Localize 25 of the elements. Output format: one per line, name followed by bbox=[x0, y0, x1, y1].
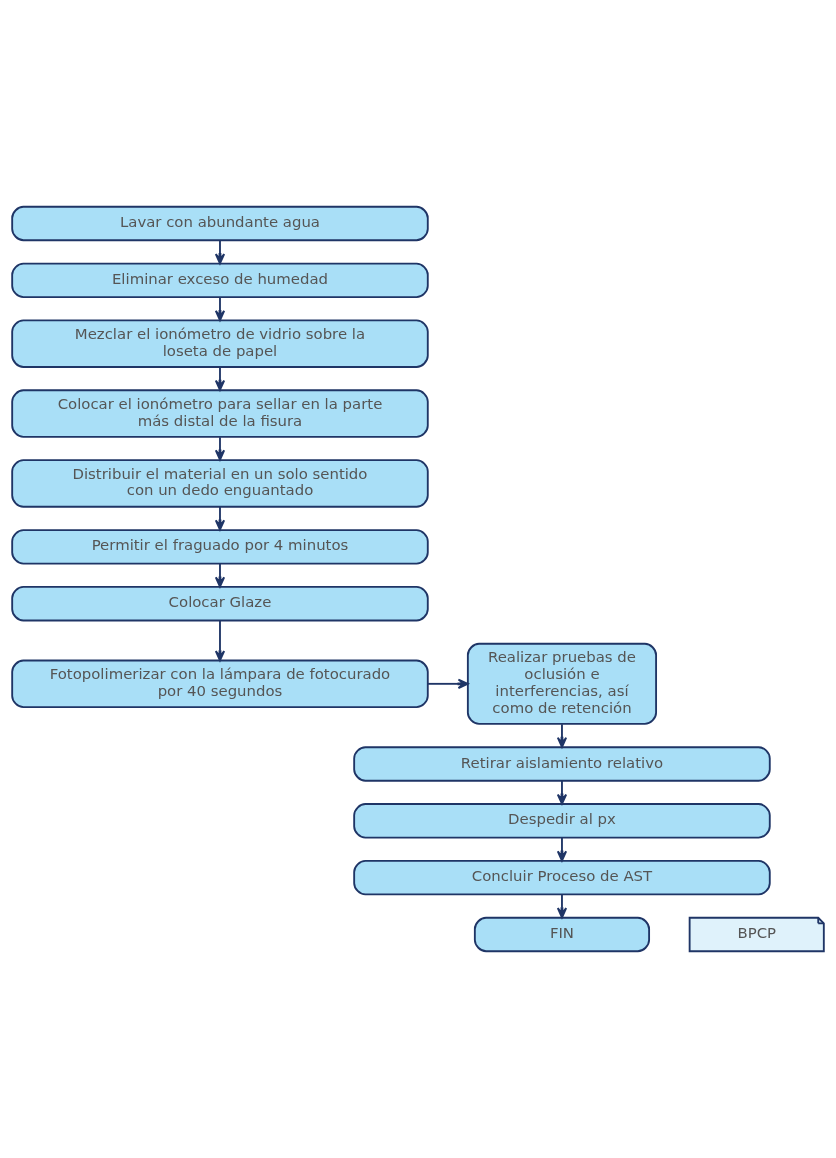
node-box: Lavar con abundante agua bbox=[11, 205, 429, 242]
node-box: Permitir el fraguado por 4 minutos bbox=[11, 529, 429, 565]
arrow bbox=[427, 678, 469, 689]
node-box: Mezclar el ionómetro de vidrio sobre la loseta de papel bbox=[11, 319, 429, 368]
node-box: Eliminar exceso de humedad bbox=[11, 262, 429, 299]
arrow bbox=[556, 893, 568, 919]
arrow bbox=[214, 506, 226, 531]
arrow bbox=[214, 619, 226, 662]
node-box: Fotopolimerizar con la lámpara de fotocurado por 40 segundos bbox=[11, 659, 429, 709]
node-box: Colocar Glaze bbox=[11, 586, 429, 622]
arrow bbox=[214, 436, 226, 461]
arrow bbox=[214, 239, 226, 265]
node-box: Concluir Proceso de AST bbox=[353, 859, 771, 896]
arrow bbox=[556, 836, 568, 862]
arrow bbox=[214, 366, 226, 391]
node-box: Distribuir el material en un solo sentido con un dedo enguantado bbox=[11, 459, 429, 508]
arrow bbox=[214, 296, 226, 322]
node-box: FIN bbox=[473, 916, 651, 953]
node-box: Retirar aislamiento relativo bbox=[353, 746, 771, 782]
node-box: Despedir al px bbox=[353, 803, 771, 839]
node-box: Colocar el ionómetro para sellar en la parte más distal de la fisura bbox=[11, 389, 429, 438]
node-box: Realizar pruebas de oclusión e interferencias, así como de retención bbox=[466, 642, 657, 725]
arrow bbox=[214, 562, 226, 588]
arrow bbox=[556, 779, 568, 805]
arrow bbox=[556, 723, 568, 748]
